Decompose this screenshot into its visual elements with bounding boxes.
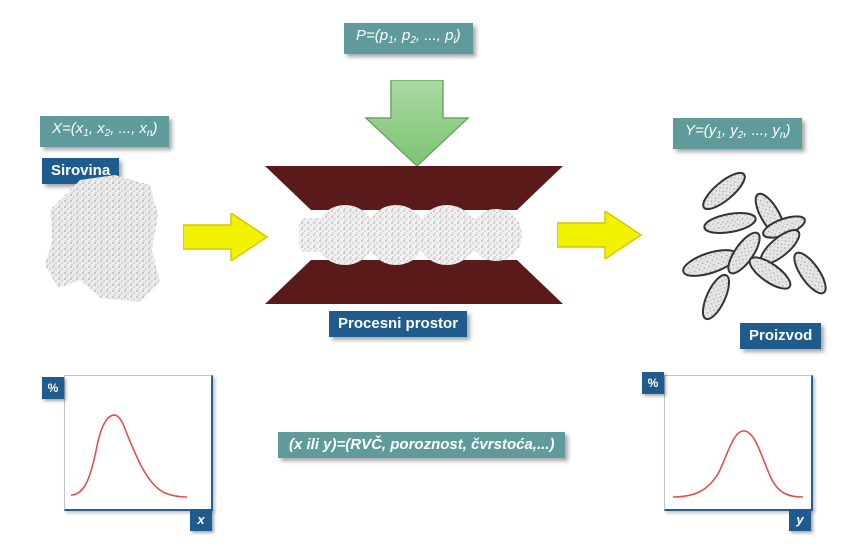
label-subscript: 2: [737, 130, 744, 141]
label-text: , y: [721, 122, 738, 139]
yellow-right-arrow-icon: [557, 211, 643, 259]
label-text: , p: [393, 27, 411, 44]
product-granules: [682, 171, 827, 321]
yellow-right-arrow-icon: [183, 213, 269, 261]
label-text: , x: [88, 120, 105, 137]
label-text: , ..., p: [415, 27, 454, 44]
label-subscript: n: [146, 128, 153, 139]
label-text: ): [455, 27, 461, 44]
input-distribution-plot: [64, 375, 213, 511]
granule-icon: [702, 171, 746, 211]
product-label: Proizvod: [740, 323, 822, 349]
raw-material-blob: [45, 175, 160, 302]
input-plot-x-label: x: [190, 509, 212, 531]
input-label: X=(x1, x2, ..., xn): [40, 116, 170, 147]
label-text: X=(x: [52, 120, 84, 137]
green-down-arrow-icon: [364, 80, 470, 168]
output-distribution-plot: [664, 375, 813, 511]
granule-icon: [748, 256, 792, 290]
process-space-label: Procesni prostor: [329, 311, 468, 337]
output-distribution-curve: [672, 430, 804, 498]
process-chamber: [265, 166, 563, 304]
output-plot-x-label: y: [789, 509, 811, 531]
label-text: ): [152, 120, 158, 137]
label-subscript: 1: [716, 130, 722, 141]
label-subscript: 2: [104, 128, 111, 139]
input-plot-y-label: %: [42, 377, 64, 399]
input-distribution-curve: [70, 414, 188, 498]
label-subscript: 1: [388, 35, 394, 46]
label-subscript: 1: [83, 128, 89, 139]
label-text: , ..., y: [743, 122, 780, 139]
label-text: ): [785, 122, 791, 139]
granule-icon: [701, 273, 731, 321]
label-text: , ..., x: [110, 120, 147, 137]
label-text: P=(p: [356, 27, 389, 44]
label-subscript: 2: [410, 35, 416, 46]
properties-label: (x ili y)=(RVČ, poroznost, čvrstoća,...): [278, 432, 566, 458]
output-plot-y-label: %: [642, 372, 664, 394]
label-subscript: n: [779, 130, 786, 141]
granule-icon: [703, 212, 757, 234]
granule-icon: [793, 251, 827, 295]
output-label: Y=(y1, y2, ..., yn): [673, 118, 803, 149]
label-text: Y=(y: [685, 122, 717, 139]
label-subscript: i: [453, 35, 456, 46]
parameters-label: P=(p1, p2, ..., pi): [344, 23, 473, 54]
